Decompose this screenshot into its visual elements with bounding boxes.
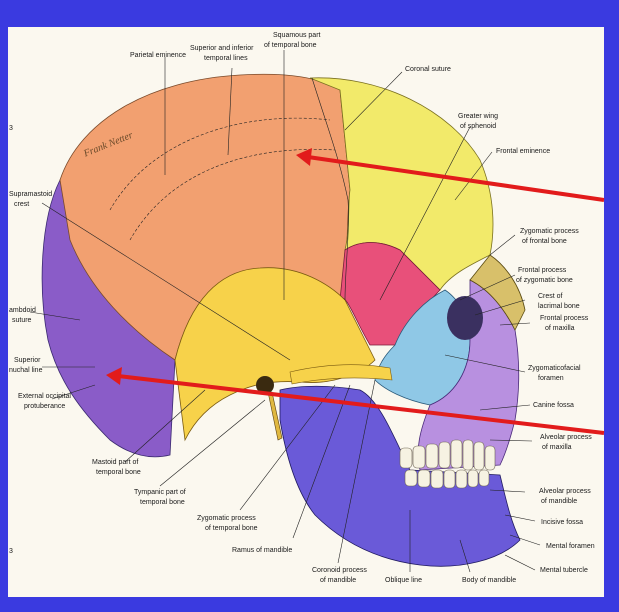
label-mental-foramen: Mental foramen	[546, 543, 595, 550]
temporal-bone	[174, 267, 376, 442]
leader-lines	[29, 50, 541, 573]
label-greater-wing-2: of sphenoid	[460, 123, 496, 130]
label-coronoid-2: of mandible	[320, 577, 356, 584]
label-tympanic-1: Tympanic part of	[134, 489, 186, 496]
red-arrow-lower	[117, 374, 605, 435]
label-zygomaticofacial-1: Zygomaticofacial	[528, 365, 581, 372]
frontal-bone	[309, 77, 494, 291]
label-ext-occipital-2: protuberance	[24, 403, 65, 410]
label-margin-3: 3	[9, 125, 13, 132]
label-coronal-suture: Coronal suture	[405, 66, 451, 73]
label-superior-nuchal-1: Superior	[14, 357, 41, 364]
label-supramastoid-2: crest	[14, 201, 29, 208]
orbit-socket	[447, 296, 483, 340]
label-zyg-temporal-1: Zygomatic process	[197, 515, 256, 522]
label-ext-occipital-1: External occipital	[18, 393, 71, 400]
label-frontal-proc-zyg-2: of zygomatic bone	[516, 277, 573, 284]
label-parietal-eminence: Parietal eminence	[130, 52, 186, 59]
label-zyg-frontal-1: Zygomatic process	[520, 228, 579, 235]
red-arrow-upper	[307, 155, 605, 202]
label-greater-wing-1: Greater wing	[458, 113, 498, 120]
label-superior-nuchal-2: nuchal line	[9, 367, 43, 374]
label-frontal-eminence: Frontal eminence	[496, 148, 550, 155]
temporal-line	[109, 117, 331, 211]
label-canine-fossa: Canine fossa	[533, 402, 574, 409]
label-lambdoid-1: ambdoid	[9, 307, 36, 314]
label-crest-lacrimal-2: lacrimal bone	[538, 303, 580, 310]
zygomatic-arch	[289, 364, 393, 385]
label-ramus: Ramus of mandible	[232, 547, 292, 554]
coronal-suture-line	[311, 77, 349, 301]
label-alveolar-maxilla-1: Alveolar process	[540, 434, 592, 441]
label-margin-3b: 3	[9, 548, 13, 555]
label-frontal-proc-max-1: Frontal process	[540, 315, 589, 322]
label-zyg-frontal-2: of frontal bone	[522, 238, 567, 245]
label-squamous-1: Squamous part	[273, 32, 321, 39]
label-incisive-fossa: Incisive fossa	[541, 519, 583, 526]
red-arrows	[106, 148, 605, 435]
label-frontal-proc-zyg-1: Frontal process	[518, 267, 567, 274]
ear-canal	[256, 376, 274, 394]
label-zygomaticofacial-2: foramen	[538, 375, 564, 382]
label-crest-lacrimal-1: Crest of	[538, 293, 563, 300]
label-coronoid-1: Coronoid process	[312, 567, 367, 574]
label-tympanic-2: temporal bone	[140, 499, 185, 506]
mandible-bone	[279, 385, 521, 567]
label-body-mandible: Body of mandible	[462, 577, 516, 584]
red-arrowhead-upper	[296, 148, 312, 166]
label-alveolar-mandible-2: of mandible	[541, 498, 577, 505]
diagram-labels: Parietal eminence Superior and inferior …	[9, 32, 595, 584]
teeth	[399, 439, 496, 489]
label-oblique-line: Oblique line	[385, 577, 422, 584]
label-mental-tubercle: Mental tubercle	[540, 567, 588, 574]
label-alveolar-maxilla-2: of maxilla	[542, 444, 572, 451]
label-zyg-temporal-2: of temporal bone	[205, 525, 258, 532]
label-mastoid-1: Mastoid part of	[92, 459, 138, 466]
label-supramastoid-1: Supramastoid	[9, 191, 52, 198]
label-frontal-proc-max-2: of maxilla	[545, 325, 575, 332]
label-alveolar-mandible-1: Alveolar process	[539, 488, 591, 495]
red-arrowhead-lower	[106, 367, 122, 385]
label-temporal-lines-2: temporal lines	[204, 55, 248, 62]
label-mastoid-2: temporal bone	[96, 469, 141, 476]
label-temporal-lines-1: Superior and inferior	[190, 45, 254, 52]
label-lambdoid-2: suture	[12, 317, 32, 324]
label-squamous-2: of temporal bone	[264, 42, 317, 49]
